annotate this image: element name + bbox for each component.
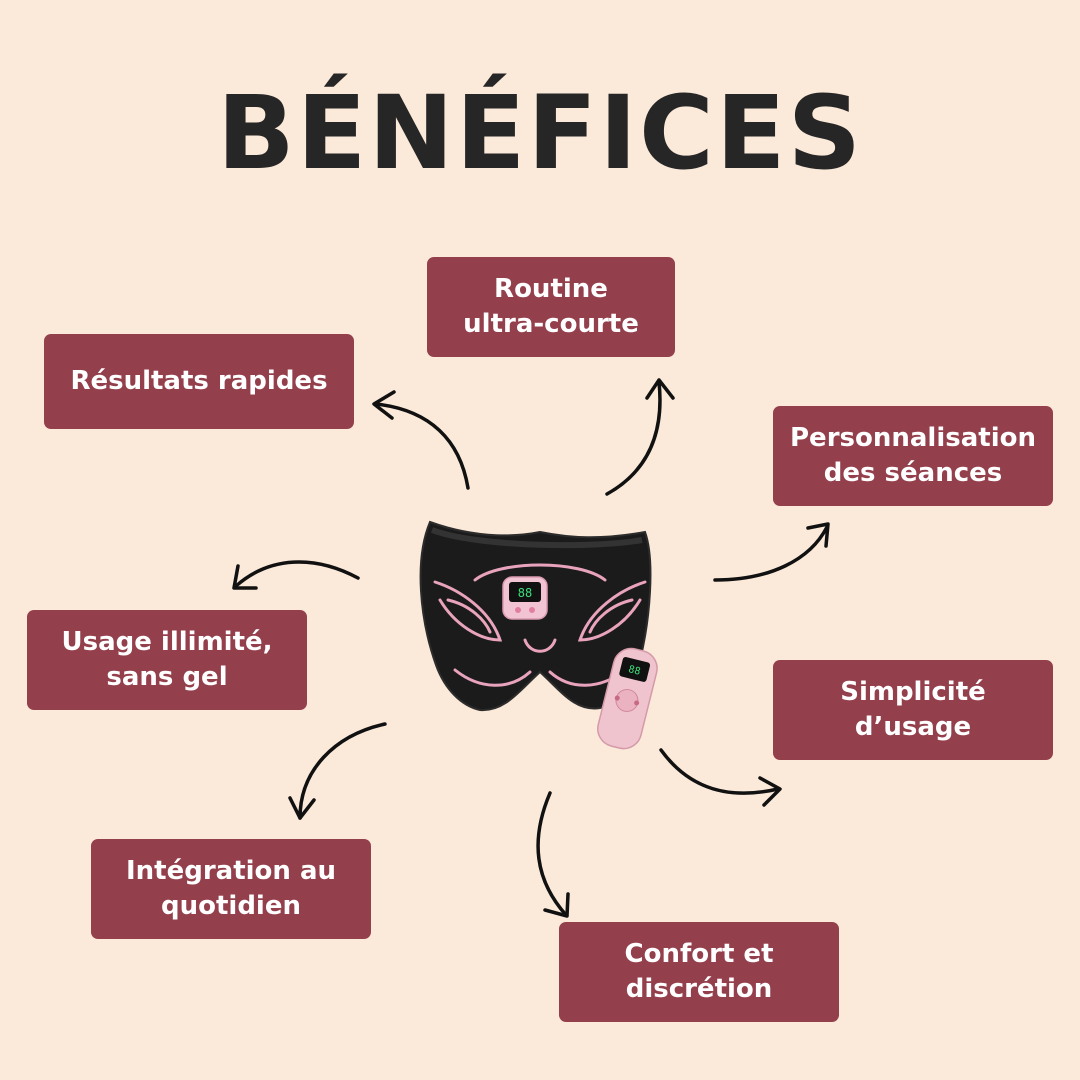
benefit-routine-line-2: ultra-courte — [463, 309, 639, 339]
benefit-confort-line-2: discrétion — [625, 974, 773, 1004]
curved-arrow-icon — [232, 560, 360, 590]
benefit-personnalisation-line-2: des séances — [823, 458, 1003, 488]
benefit-simplicite: Simplicité d’usage — [773, 660, 1053, 760]
benefit-resultats-line-1: Résultats rapides — [70, 366, 328, 396]
remote-display: 88 — [627, 664, 641, 678]
page-title: BÉNÉFICES — [216, 74, 864, 193]
benefit-personnalisation-line-1: Personnalisation — [790, 423, 1036, 453]
benefit-integration-line-2: quotidien — [161, 891, 301, 921]
curved-arrow-icon — [372, 390, 470, 490]
benefit-routine: Routine ultra-courte — [427, 257, 675, 357]
benefit-resultats: Résultats rapides — [44, 334, 354, 429]
curved-arrow-icon — [605, 378, 675, 496]
benefit-personnalisation: Personnalisation des séances — [773, 406, 1053, 506]
benefit-confort-line-1: Confort et — [624, 939, 774, 969]
remote-control-icon: 88 — [597, 647, 658, 750]
benefit-routine-line-1: Routine — [494, 274, 608, 304]
benefit-usage-illimite-line-1: Usage illimité, — [61, 627, 273, 657]
benefit-simplicite-line-2: d’usage — [854, 712, 972, 742]
curved-arrow-icon — [536, 791, 570, 918]
benefit-confort: Confort et discrétion — [559, 922, 839, 1022]
eye-mask-device-icon: 88 — [419, 520, 652, 712]
benefit-usage-illimite-line-2: sans gel — [106, 662, 228, 692]
curved-arrow-icon — [659, 748, 782, 807]
curved-arrow-icon — [713, 522, 830, 582]
curved-arrow-icon — [288, 722, 387, 820]
mask-display: 88 — [518, 586, 532, 600]
benefit-integration: Intégration au quotidien — [91, 839, 371, 939]
benefit-integration-line-1: Intégration au — [125, 856, 337, 886]
benefit-simplicite-line-1: Simplicité — [840, 677, 986, 707]
benefit-usage-illimite: Usage illimité, sans gel — [27, 610, 307, 710]
